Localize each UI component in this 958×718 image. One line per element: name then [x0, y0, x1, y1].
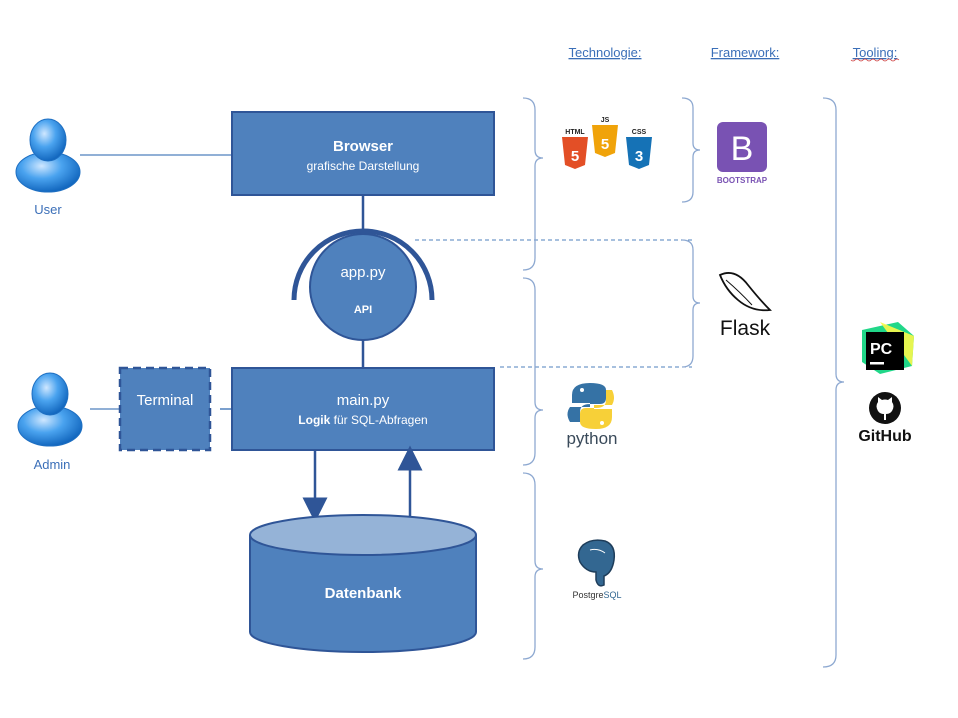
bootstrap-letter: B	[731, 130, 754, 168]
admin-icon	[17, 372, 83, 447]
postgres-wordmark-post: SQL	[604, 590, 622, 600]
framework-bracket-bootstrap	[681, 97, 701, 203]
framework-bracket-flask	[681, 239, 701, 368]
database-cylinder	[249, 514, 477, 653]
browser-box	[231, 111, 495, 196]
python-wordmark: python	[566, 429, 617, 448]
css3-logo-text: CSS	[632, 129, 647, 136]
html5-five: 5	[571, 148, 579, 165]
tooling-bracket	[822, 97, 845, 668]
postgresql-logo-icon: PostgreSQL	[572, 539, 622, 600]
tech-bracket-frontend	[522, 97, 544, 271]
flask-logo-icon: Flask	[718, 272, 772, 340]
header-tooling: Tooling:	[853, 45, 898, 60]
main-subtitle-bold: Logik	[298, 413, 330, 427]
github-logo-icon: GitHub	[858, 392, 912, 445]
user-icon	[15, 118, 81, 193]
github-wordmark: GitHub	[858, 428, 912, 445]
user-label: User	[34, 202, 62, 217]
admin-label: Admin	[34, 457, 71, 472]
js-logo-text: JS	[601, 117, 610, 124]
html5-logo-icon: HTML 5	[562, 129, 588, 169]
main-subtitle-rest: für SQL-Abfragen	[330, 413, 427, 427]
js-logo-icon: JS 5	[592, 117, 618, 157]
postgres-wordmark-pre: Postgre	[572, 590, 603, 600]
browser-subtitle: grafische Darstellung	[307, 159, 420, 173]
header-framework: Framework:	[711, 45, 780, 60]
css3-three: 3	[635, 148, 643, 165]
bootstrap-logo-icon: B BOOTSTRAP	[717, 122, 768, 185]
terminal-label: Terminal	[137, 392, 194, 409]
pycharm-letters: PC	[870, 341, 893, 358]
tech-bracket-backend	[522, 277, 544, 466]
bootstrap-wordmark: BOOTSTRAP	[717, 176, 768, 185]
database-label: Datenbank	[325, 585, 402, 602]
api-arc	[291, 228, 435, 301]
browser-title: Browser	[333, 138, 393, 155]
python-logo-icon: python	[566, 383, 618, 448]
app-title: app.py	[340, 264, 386, 281]
app-node	[309, 233, 417, 341]
terminal-box	[118, 366, 212, 452]
css3-logo-icon: CSS 3	[626, 129, 652, 169]
flask-wordmark: Flask	[720, 317, 771, 340]
pycharm-logo-icon: PC	[862, 322, 914, 374]
tech-bracket-database	[522, 472, 544, 660]
html5-logo-text: HTML	[565, 129, 585, 136]
postgresql-wordmark: PostgreSQL	[572, 590, 621, 600]
js-five: 5	[601, 136, 609, 153]
main-title: main.py	[337, 392, 390, 409]
spellcheck-squiggle	[850, 58, 900, 62]
main-subtitle: Logik für SQL-Abfragen	[298, 413, 427, 427]
header-technology: Technologie:	[569, 45, 642, 60]
app-subtitle: API	[354, 304, 372, 316]
main-box	[231, 367, 495, 451]
